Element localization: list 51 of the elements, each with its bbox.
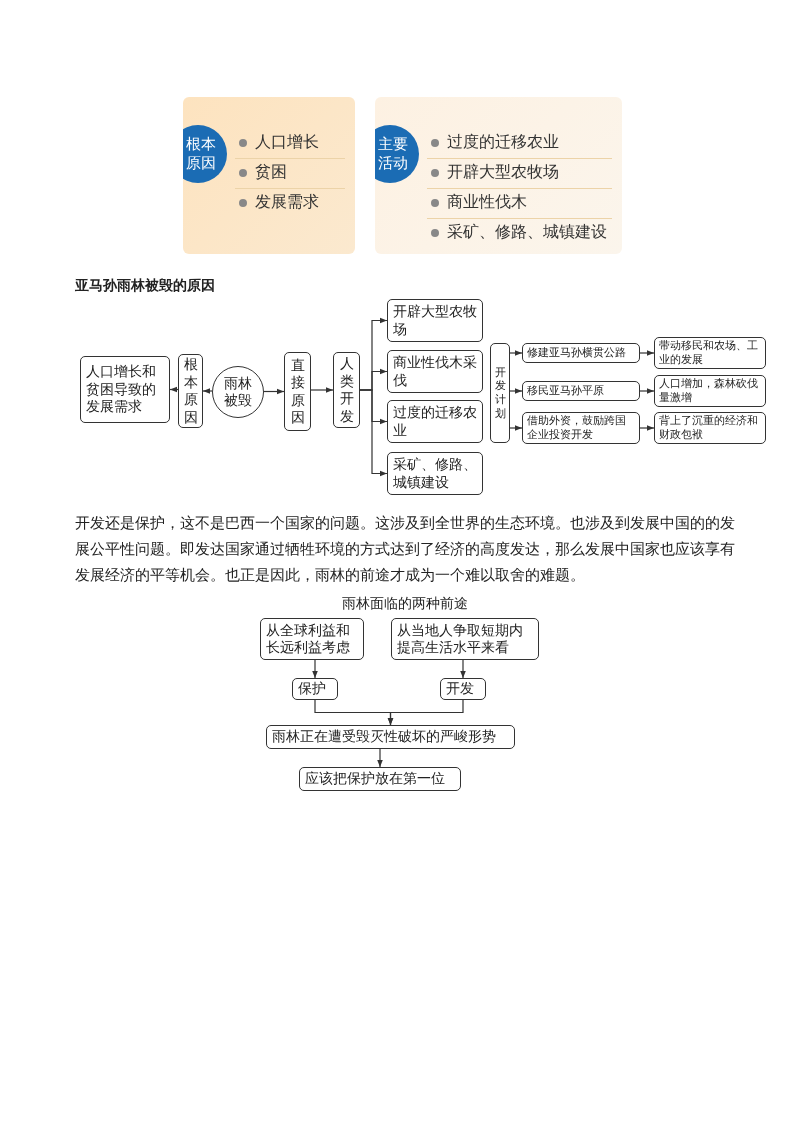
process-box: 根本原因 xyxy=(178,354,203,428)
process-box: 带动移民和农场、工业的发展 xyxy=(654,337,766,369)
paragraph: 开发还是保护，这不是巴西一个国家的问题。这涉及到全世界的生态环境。也涉及到发展中国的的发展公平性问题。即发达国家通过牺牲环境的方式达到了经济的高度发达，那么发展中国家也应该享有发展经济的平等机会。也正是因此，雨林的前途才成为一个难以取舍的难题。 xyxy=(75,513,735,585)
process-box: 从当地人争取短期内提高生活水平来看 xyxy=(391,618,539,660)
process-box: 采矿、修路、城镇建设 xyxy=(387,452,483,495)
list-item: 采矿、修路、城镇建设 xyxy=(427,217,612,248)
process-box: 开辟大型农牧场 xyxy=(387,299,483,342)
arrow xyxy=(202,388,213,394)
process-box: 移民亚马孙平原 xyxy=(522,381,640,401)
process-box: 保护 xyxy=(292,678,338,700)
arrow xyxy=(169,386,179,393)
diagram-caption: 雨林面临的两种前途 xyxy=(341,594,469,613)
process-circle: 雨林被毁 xyxy=(212,366,264,418)
arrow xyxy=(509,425,523,431)
list-item: 人口增长 xyxy=(235,127,345,159)
process-box: 人口增加，森林砍伐量激增 xyxy=(654,375,766,407)
list-item: 商业性伐木 xyxy=(427,187,612,219)
arrow xyxy=(509,350,523,356)
arrow xyxy=(460,659,466,679)
process-box: 借助外资，鼓励跨国企业投资开发 xyxy=(522,412,640,444)
process-box: 雨林正在遭受毁灭性破坏的严峻形势 xyxy=(266,725,515,749)
arrow xyxy=(387,699,464,726)
process-box: 人类开发 xyxy=(333,352,360,428)
arrow xyxy=(639,350,655,356)
list-item: 发展需求 xyxy=(235,187,345,218)
list-item: 过度的迁移农业 xyxy=(427,127,612,159)
arrow xyxy=(310,387,334,393)
arrow xyxy=(639,425,655,431)
info-card xyxy=(183,97,355,254)
process-box: 过度的迁移农业 xyxy=(387,400,483,443)
arrow xyxy=(359,389,388,477)
process-box: 从全球利益和长远利益考虑 xyxy=(260,618,364,660)
process-box: 开发计划 xyxy=(490,343,510,443)
section-heading: 亚马孙雨林被毁的原因 xyxy=(75,276,216,295)
process-box: 商业性伐木采伐 xyxy=(387,350,483,393)
process-box: 修建亚马孙横贯公路 xyxy=(522,343,640,363)
arrow xyxy=(377,748,383,768)
process-box: 背上了沉重的经济和财政包袱 xyxy=(654,412,766,444)
arrow xyxy=(312,659,318,679)
process-box: 开发 xyxy=(440,678,486,700)
category-badge: 根本原因 xyxy=(183,125,227,183)
arrow xyxy=(639,388,655,394)
process-box: 人口增长和贫困导致的发展需求 xyxy=(80,356,170,423)
list-item: 开辟大型农牧场 xyxy=(427,157,612,189)
category-badge: 主要活动 xyxy=(375,125,419,183)
info-card xyxy=(375,97,622,254)
arrow xyxy=(263,388,285,395)
list-item: 贫困 xyxy=(235,157,345,189)
process-box: 直接原因 xyxy=(284,352,311,431)
arrow xyxy=(509,388,523,394)
process-box: 应该把保护放在第一位 xyxy=(299,767,461,791)
